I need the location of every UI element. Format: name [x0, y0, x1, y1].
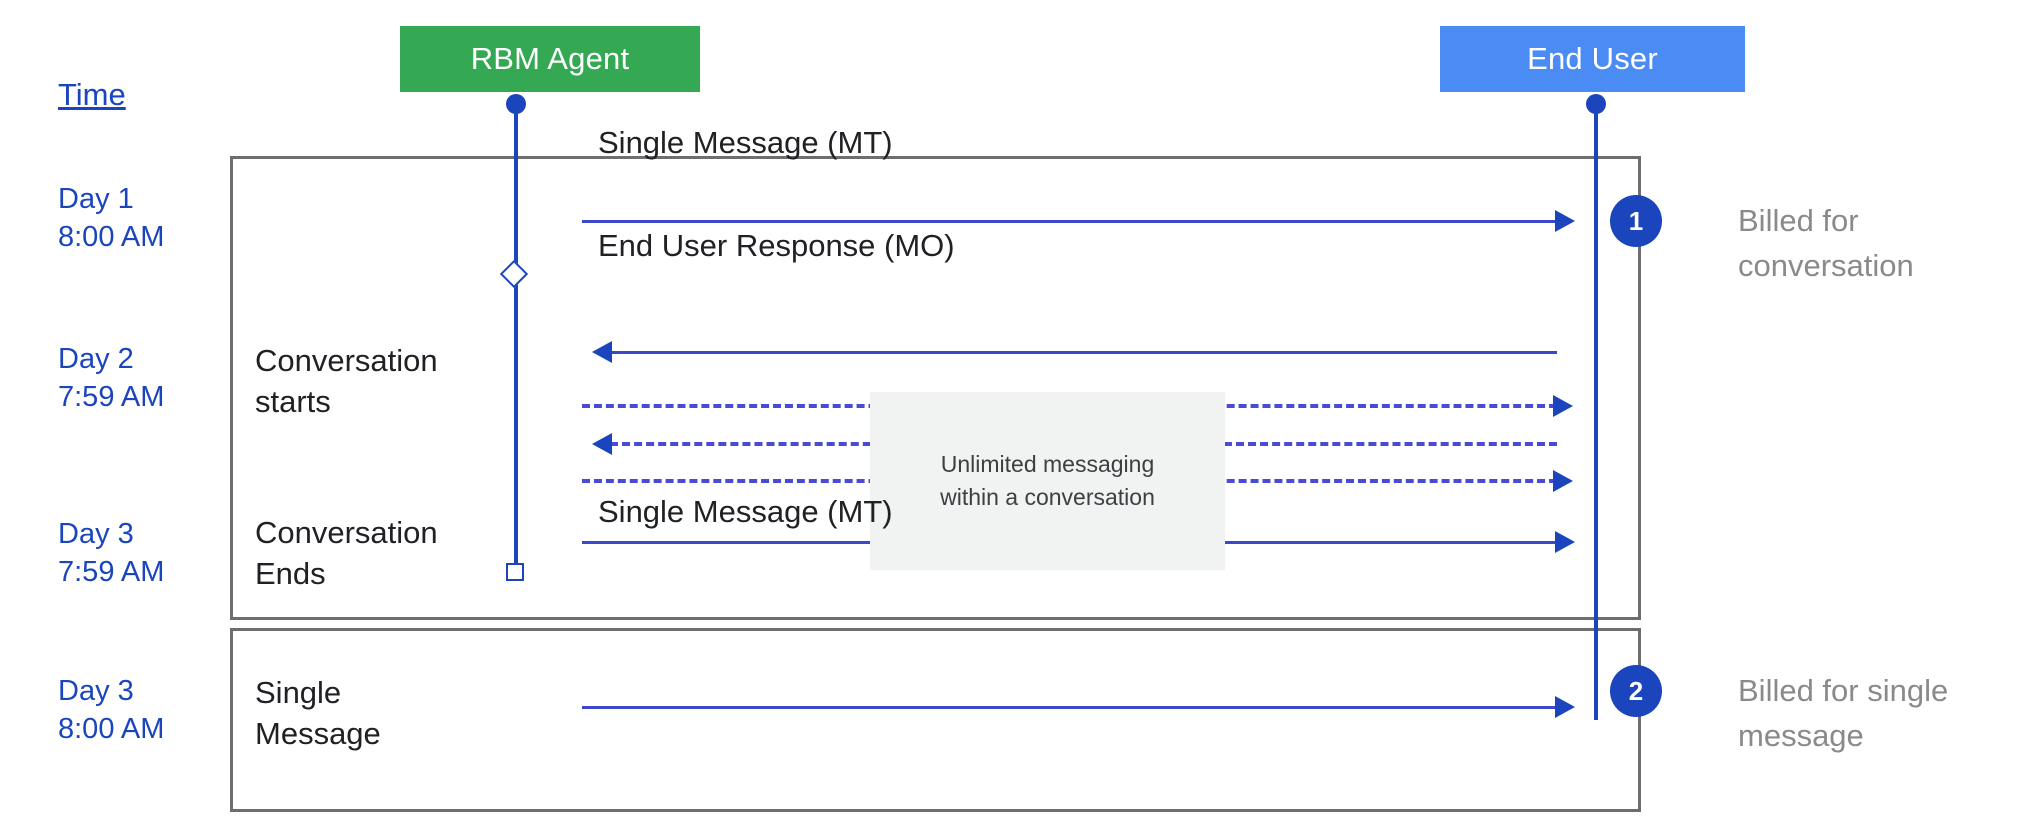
- actor-box-end-user: End User: [1440, 26, 1745, 92]
- message-label-single-message-mt-1: Single Message (MT): [598, 125, 893, 160]
- actor-box-rbm-agent: RBM Agent: [400, 26, 700, 92]
- lifeline-end-user: [1594, 100, 1598, 720]
- message-arrow-single-message-mt-1: [582, 220, 1557, 223]
- billing-callout-text-1: Billed for conversation: [1738, 203, 1914, 283]
- arrowhead-left-icon: [592, 433, 612, 455]
- lifeline-rbm-agent: [514, 100, 518, 578]
- actor-label-rbm-agent: RBM Agent: [470, 41, 630, 76]
- time-label-day3-759am: Day 3 7:59 AM: [58, 518, 165, 588]
- group-box-single-message: [230, 628, 1641, 812]
- billing-badge-2: 2: [1610, 665, 1662, 717]
- message-label-end-user-response-mo: End User Response (MO): [598, 228, 955, 263]
- arrowhead-right-icon: [1553, 470, 1573, 492]
- note-text: Unlimited messaging within a conversatio…: [940, 451, 1155, 510]
- phase-label-single-message: Single Message: [255, 675, 381, 751]
- lifeline-marker-square-icon: [506, 563, 524, 581]
- phase-label-conversation-ends: Conversation Ends: [255, 515, 438, 591]
- time-axis-heading: Time: [58, 77, 126, 112]
- arrowhead-left-icon: [592, 341, 612, 363]
- time-label-day3-8am: Day 3 8:00 AM: [58, 675, 165, 745]
- arrowhead-right-icon: [1555, 210, 1575, 232]
- group-box-conversation: [230, 156, 1641, 620]
- note-box-unlimited-messaging: Unlimited messaging within a conversatio…: [870, 392, 1225, 570]
- billing-badge-2-number: 2: [1628, 675, 1644, 706]
- time-label-day1-8am: Day 1 8:00 AM: [58, 183, 165, 253]
- billing-badge-1: 1: [1610, 195, 1662, 247]
- message-label-single-message-mt-2: Single Message (MT): [598, 494, 893, 529]
- billing-badge-1-number: 1: [1628, 205, 1644, 236]
- billing-callout-text-2: Billed for single message: [1738, 673, 1949, 753]
- phase-label-conversation-starts: Conversation starts: [255, 343, 438, 419]
- actor-label-end-user: End User: [1527, 41, 1658, 76]
- arrowhead-right-icon: [1555, 696, 1575, 718]
- arrowhead-right-icon: [1555, 531, 1575, 553]
- message-arrow-single-message-mt-2: [582, 706, 1557, 709]
- time-label-day2-759am: Day 2 7:59 AM: [58, 343, 165, 413]
- arrowhead-right-icon: [1553, 395, 1573, 417]
- message-arrow-end-user-response-mo: [612, 351, 1557, 354]
